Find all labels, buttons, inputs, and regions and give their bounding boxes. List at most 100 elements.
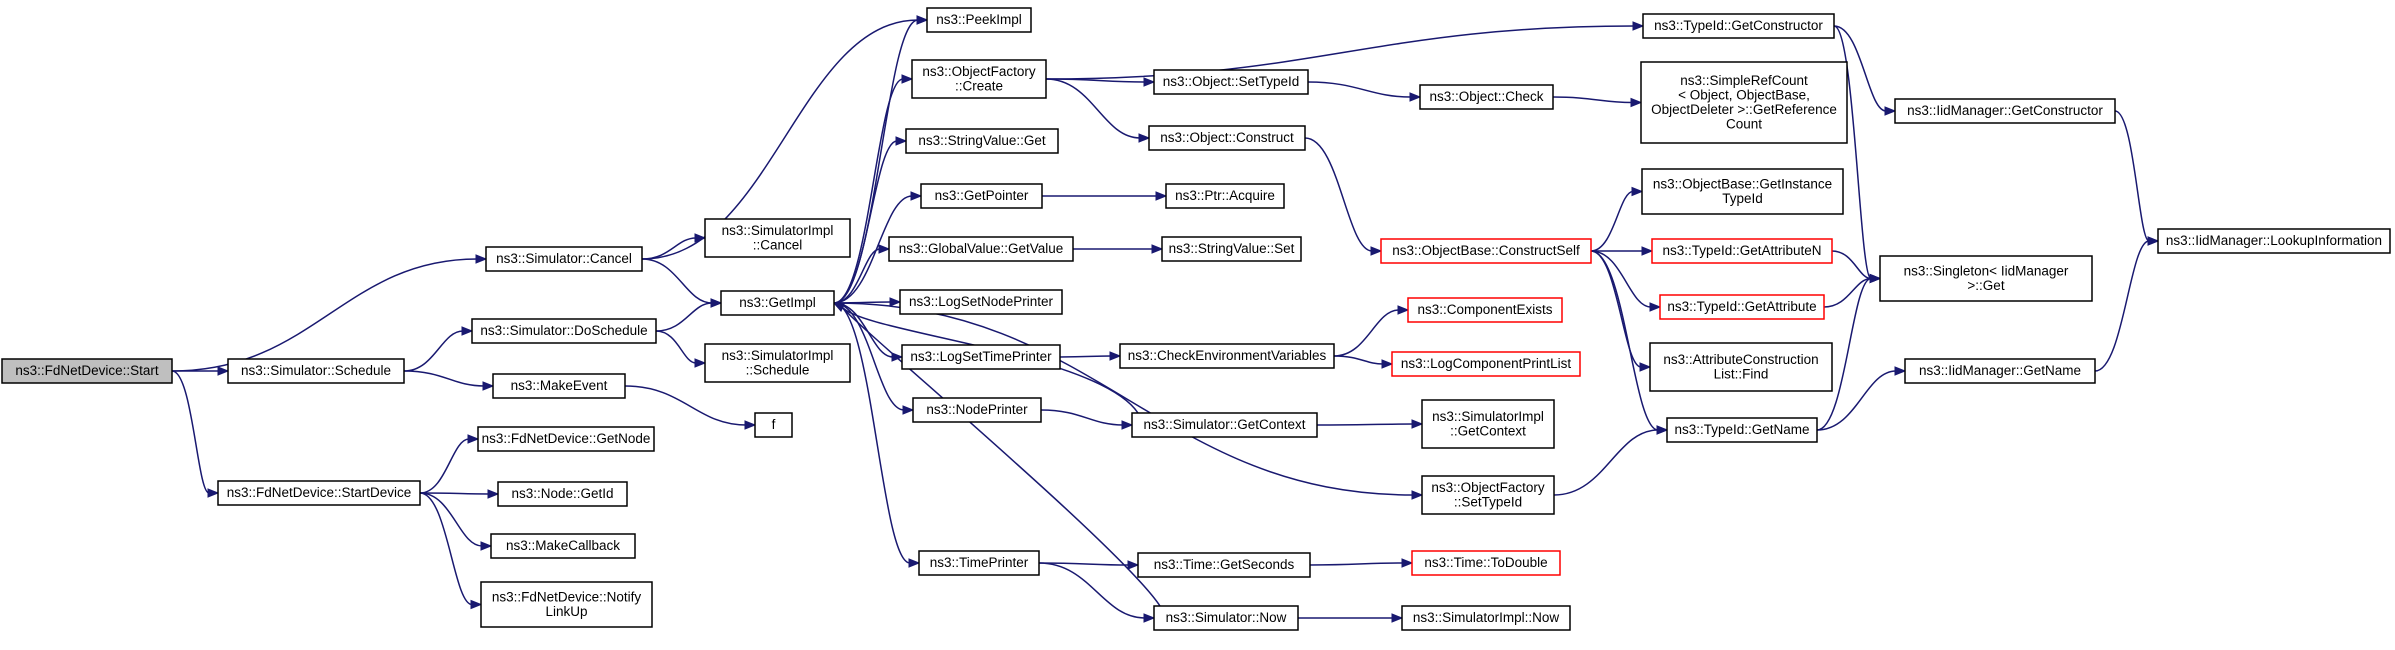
node-label: TypeId — [1722, 191, 1763, 206]
edge-checkenv-to-logcomponentprintlist — [1333, 355, 1394, 369]
node-globalvalue_getvalue[interactable]: ns3::GlobalValue::GetValue — [888, 236, 1074, 262]
node-timeprinter[interactable]: ns3::TimePrinter — [918, 550, 1040, 576]
edge-sim_doschedule-to-getimpl — [655, 298, 723, 332]
edge-line — [1553, 429, 1659, 496]
node-start_device[interactable]: ns3::FdNetDevice::StartDevice — [217, 480, 421, 506]
node-sim_schedule[interactable]: ns3::Simulator::Schedule — [227, 358, 405, 384]
node-box — [720, 290, 835, 316]
node-object_construct[interactable]: ns3::Object::Construct — [1148, 125, 1306, 151]
edge-line — [1831, 250, 1872, 280]
node-box — [217, 480, 421, 506]
node-simimpl_cancel[interactable]: ns3::SimulatorImpl::Cancel — [704, 218, 851, 258]
node-label: ns3::SimpleRefCount — [1680, 73, 1808, 88]
edge-line — [1309, 562, 1404, 566]
node-sim_now[interactable]: ns3::Simulator::Now — [1153, 605, 1299, 631]
node-sim_getcontext[interactable]: ns3::Simulator::GetContext — [1131, 412, 1318, 438]
node-typeid_getname[interactable]: ns3::TypeId::GetName — [1666, 417, 1818, 443]
edge-line — [833, 302, 911, 564]
node-label: ::Create — [955, 78, 1003, 93]
node-sim_cancel[interactable]: ns3::Simulator::Cancel — [485, 246, 643, 272]
node-peekimpl[interactable]: ns3::PeekImpl — [926, 7, 1032, 33]
node-componentexists[interactable]: ns3::ComponentExists — [1407, 297, 1563, 323]
node-box — [912, 397, 1042, 423]
node-getnode[interactable]: ns3::FdNetDevice::GetNode — [477, 426, 655, 452]
node-box — [926, 7, 1032, 33]
node-logcomponentprintlist[interactable]: ns3::LogComponentPrintList — [1391, 351, 1581, 377]
edge-line — [1333, 355, 1384, 365]
node-iidmanager_getname[interactable]: ns3::IidManager::GetName — [1904, 358, 2096, 384]
node-logsettimeprinter[interactable]: ns3::LogSetTimePrinter — [901, 344, 1061, 370]
node-time_todouble[interactable]: ns3::Time::ToDouble — [1411, 550, 1561, 576]
edge-line — [841, 306, 1161, 607]
node-typeid_getattribute[interactable]: ns3::TypeId::GetAttribute — [1659, 294, 1825, 320]
arrowhead — [487, 489, 500, 499]
node-makeevent[interactable]: ns3::MakeEvent — [492, 373, 626, 399]
node-singleton_get[interactable]: ns3::Singleton< IidManager>::Get — [1879, 255, 2093, 302]
edge-line — [1045, 25, 1635, 80]
edge-line — [1816, 370, 1897, 431]
node-box — [1421, 399, 1555, 449]
node-node_getid[interactable]: ns3::Node::GetId — [497, 481, 628, 507]
arrowhead — [832, 302, 845, 312]
node-label: ns3::ObjectBase::ConstructSelf — [1392, 243, 1580, 258]
node-box — [704, 343, 851, 383]
edge-logsettimeprinter-to-checkenv — [1059, 351, 1122, 361]
node-simimpl_schedule[interactable]: ns3::SimulatorImpl::Schedule — [704, 343, 851, 383]
node-label: ns3::Simulator::Cancel — [496, 251, 632, 266]
node-objfactory_settypeid[interactable]: ns3::ObjectFactory::SetTypeId — [1421, 475, 1555, 515]
node-nodeprinter[interactable]: ns3::NodePrinter — [912, 397, 1042, 423]
node-f[interactable]: f — [754, 412, 793, 438]
node-logsetnodeprinter[interactable]: ns3::LogSetNodePrinter — [899, 289, 1063, 315]
node-box — [1879, 255, 2093, 302]
node-simimpl_getcontext[interactable]: ns3::SimulatorImpl::GetContext — [1421, 399, 1555, 449]
node-iidmanager_getconstructor[interactable]: ns3::IidManager::GetConstructor — [1894, 98, 2116, 124]
edge-globalvalue_getvalue-to-stringvalue_set — [1073, 244, 1164, 254]
node-time_getseconds[interactable]: ns3::Time::GetSeconds — [1137, 552, 1311, 578]
node-object_check[interactable]: ns3::Object::Check — [1419, 84, 1554, 110]
edge-line — [1552, 96, 1633, 104]
edge-getimpl-to-globalvalue_getvalue — [833, 244, 891, 304]
edge-line — [1590, 250, 1659, 431]
node-box — [1153, 69, 1309, 95]
node-box — [2157, 228, 2391, 254]
arrowhead — [1121, 420, 1134, 430]
node-objfactory_create[interactable]: ns3::ObjectFactory::Create — [911, 59, 1047, 99]
node-box — [1642, 13, 1835, 39]
arrowhead — [1411, 419, 1424, 429]
node-label: ns3::FdNetDevice::StartDevice — [227, 485, 412, 500]
node-iidmanager_lookupinformation[interactable]: ns3::IidManager::LookupInformation — [2157, 228, 2391, 254]
node-start[interactable]: ns3::FdNetDevice::Start — [1, 358, 173, 384]
edge-nodeprinter-to-sim_getcontext — [1040, 409, 1134, 430]
edge-timeprinter-to-time_getseconds — [1038, 560, 1140, 570]
arrowhead — [467, 434, 480, 444]
node-label: ns3::CheckEnvironmentVariables — [1128, 348, 1327, 363]
node-stringvalue_get[interactable]: ns3::StringValue::Get — [905, 128, 1059, 154]
node-ptr_acquire[interactable]: ns3::Ptr::Acquire — [1165, 183, 1285, 209]
node-typeid_getattributen[interactable]: ns3::TypeId::GetAttributeN — [1651, 238, 1833, 264]
node-simimpl_now[interactable]: ns3::SimulatorImpl::Now — [1401, 605, 1571, 631]
node-makecallback[interactable]: ns3::MakeCallback — [490, 533, 636, 559]
edge-line — [833, 140, 898, 304]
node-box — [1137, 552, 1311, 578]
node-typeid_getconstructor[interactable]: ns3::TypeId::GetConstructor — [1642, 13, 1835, 39]
node-simplerefcount[interactable]: ns3::SimpleRefCount< Object, ObjectBase,… — [1640, 61, 1848, 144]
node-getpointer[interactable]: ns3::GetPointer — [920, 183, 1043, 209]
node-object_settypeid[interactable]: ns3::Object::SetTypeId — [1153, 69, 1309, 95]
arrowhead — [1143, 613, 1156, 623]
node-objbase_constructself[interactable]: ns3::ObjectBase::ConstructSelf — [1380, 238, 1592, 264]
node-box — [905, 128, 1059, 154]
node-box — [1401, 605, 1571, 631]
node-sim_doschedule[interactable]: ns3::Simulator::DoSchedule — [471, 318, 657, 344]
node-box — [888, 236, 1074, 262]
node-box — [1391, 351, 1581, 377]
node-getimpl[interactable]: ns3::GetImpl — [720, 290, 835, 316]
edge-time_getseconds-to-time_todouble — [1309, 558, 1414, 568]
node-box — [1659, 294, 1825, 320]
node-box — [1640, 61, 1848, 144]
node-checkenv[interactable]: ns3::CheckEnvironmentVariables — [1119, 343, 1335, 369]
edge-line — [833, 78, 904, 304]
node-stringvalue_set[interactable]: ns3::StringValue::Set — [1161, 236, 1302, 262]
